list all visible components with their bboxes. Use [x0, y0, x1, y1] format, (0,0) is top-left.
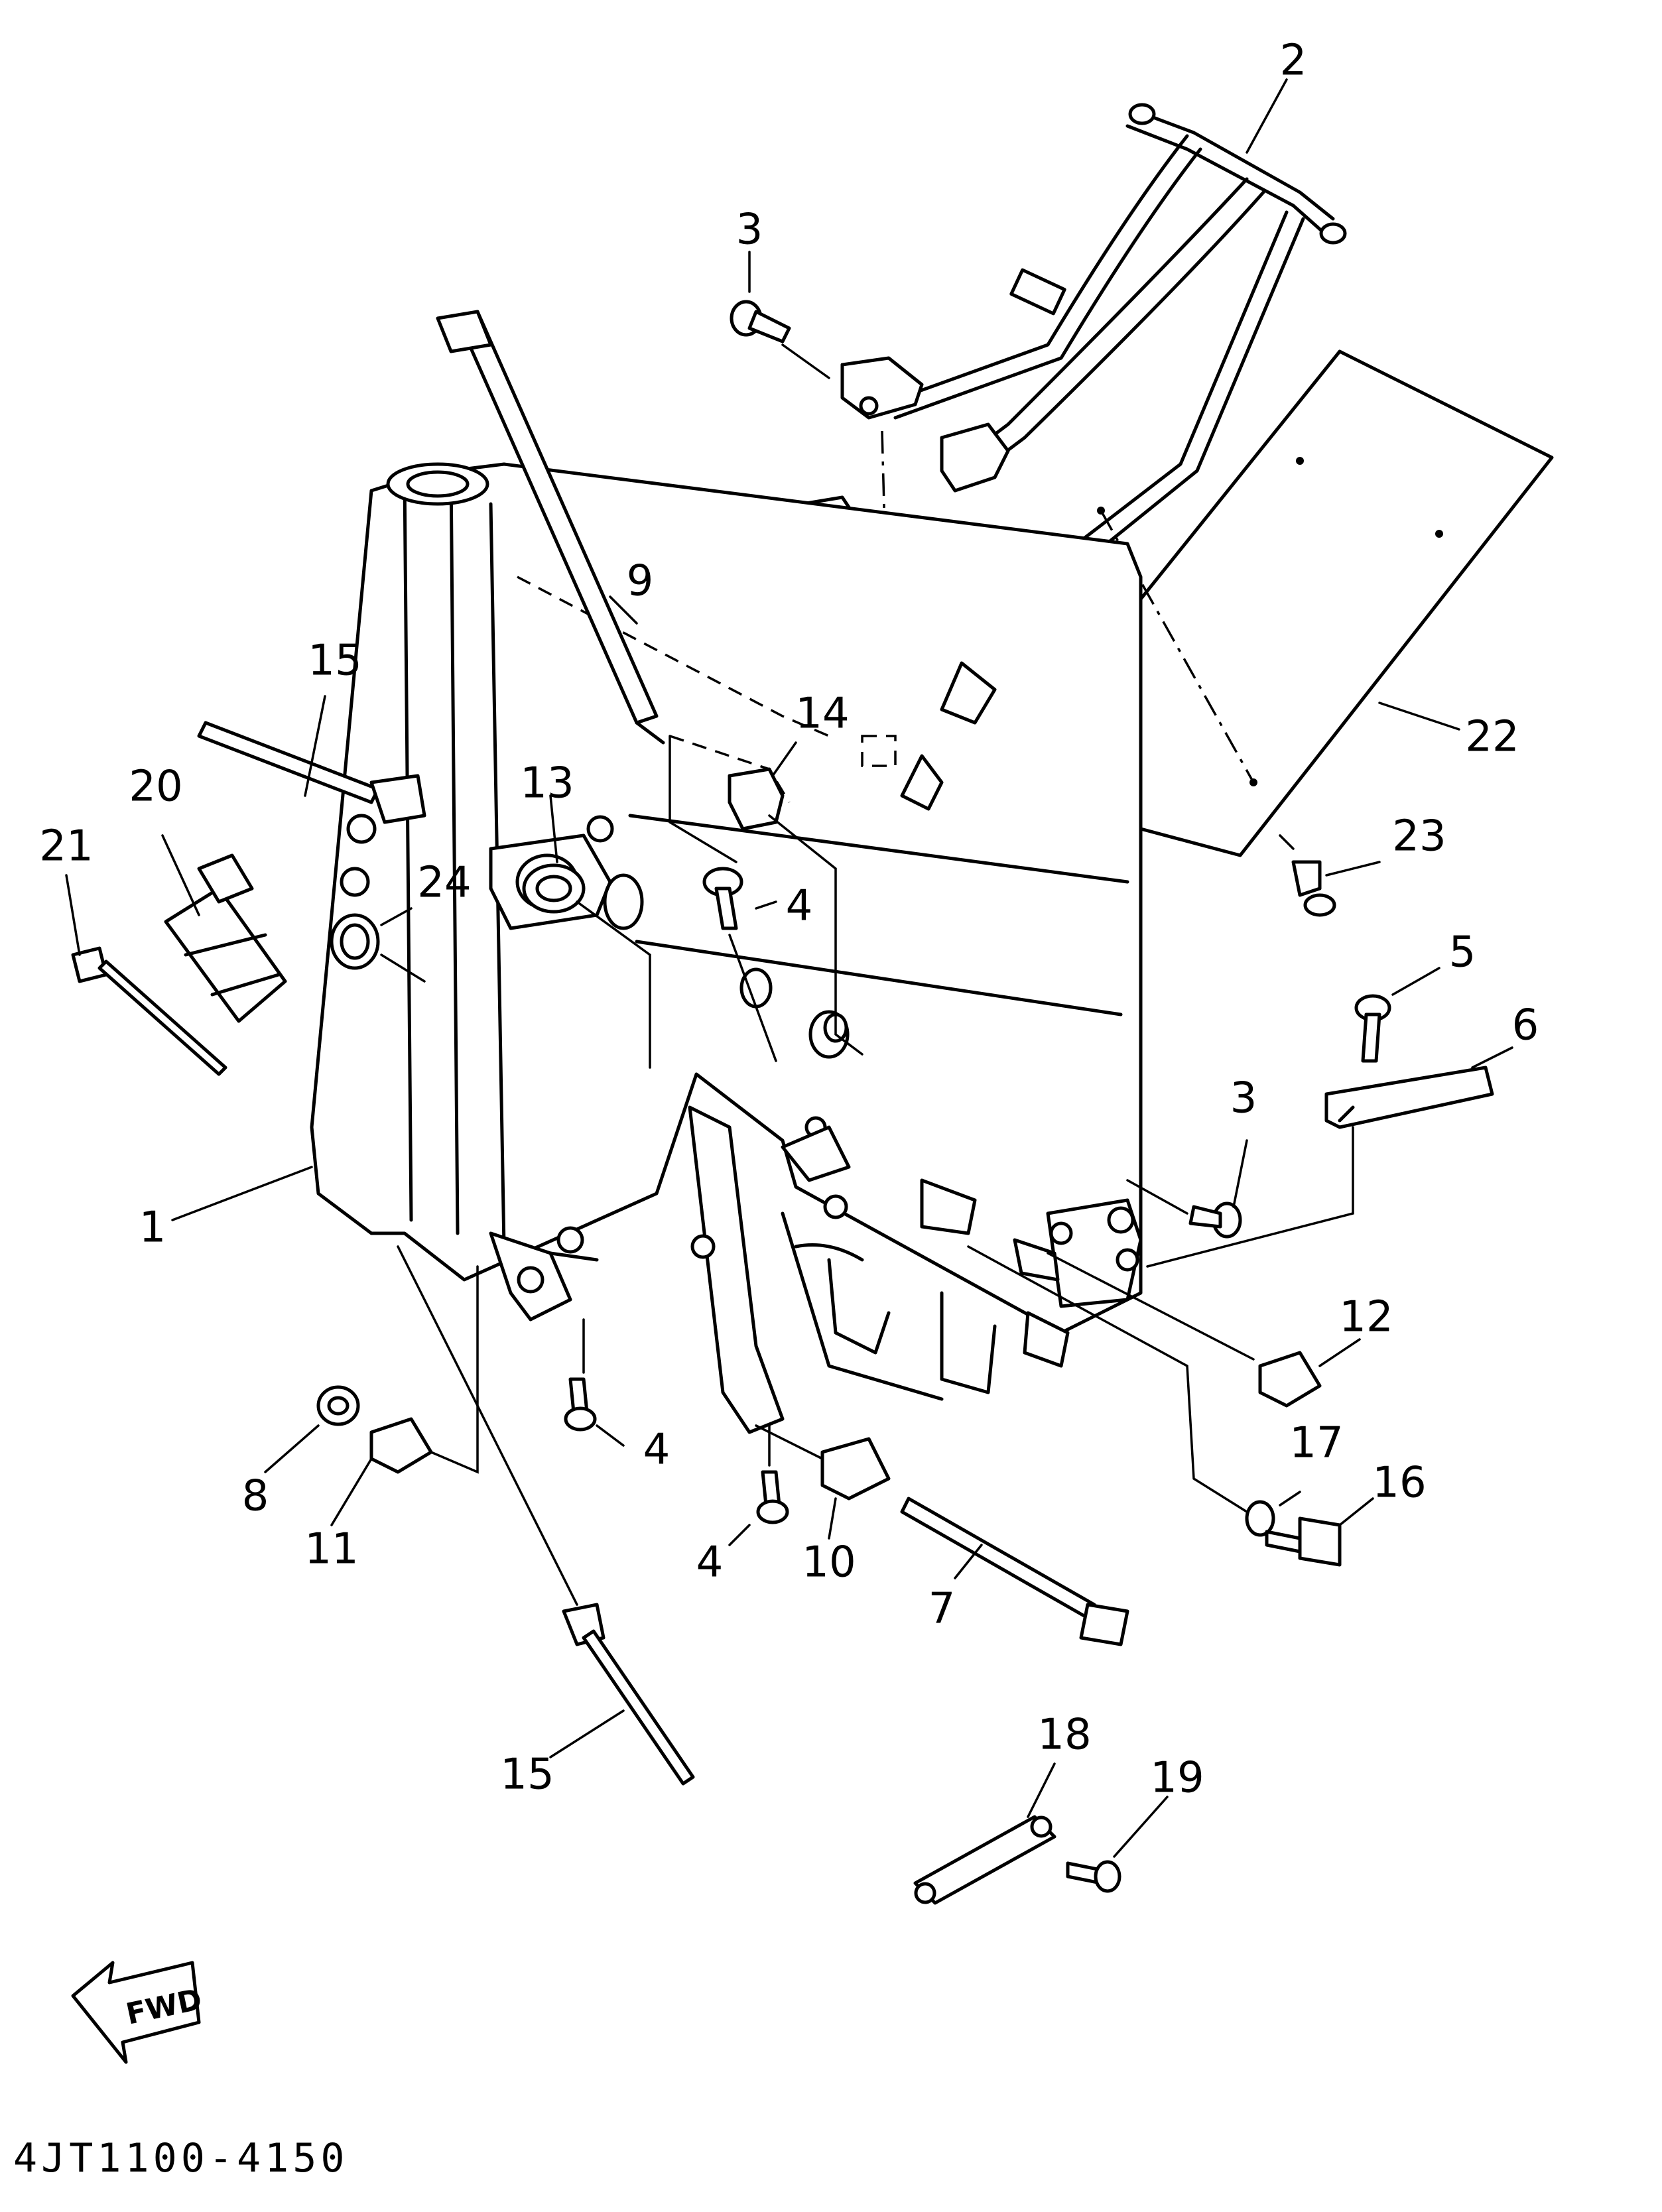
callout-4: 4	[786, 882, 813, 931]
callout-22: 22	[1465, 713, 1519, 762]
callout-3: 3	[1230, 1074, 1257, 1123]
part-3-bolt-right	[1188, 1201, 1242, 1239]
part-24-ring	[330, 913, 380, 970]
callout-10: 10	[802, 1538, 856, 1587]
callout-19: 19	[1150, 1754, 1204, 1803]
part-23-grommet	[1291, 860, 1336, 917]
part-4-bolt-lower	[756, 1470, 789, 1524]
callout-15: 15	[308, 637, 361, 686]
part-19-bolt	[1066, 1860, 1121, 1893]
part-15-cable-tie-upper	[197, 721, 426, 824]
part-16-bolt	[1265, 1516, 1342, 1567]
callout-21: 21	[39, 822, 93, 871]
part-17-washer	[1245, 1500, 1275, 1537]
callout-3: 3	[736, 206, 763, 255]
part-15-cable-tie-lower	[562, 1603, 695, 1786]
part-3-bolt-upper	[730, 300, 791, 343]
part-1-main-frame	[310, 462, 1143, 1434]
callout-14: 14	[795, 690, 849, 739]
callout-11: 11	[304, 1525, 358, 1574]
part-5-bolt	[1354, 994, 1391, 1063]
callout-23: 23	[1392, 812, 1446, 861]
part-6-strip	[1324, 1066, 1494, 1129]
callout-16: 16	[1372, 1459, 1426, 1508]
part-7-long-bolt	[900, 1497, 1129, 1646]
callout-7: 7	[928, 1585, 956, 1634]
callout-13: 13	[520, 759, 574, 808]
callout-18: 18	[1037, 1711, 1091, 1760]
part-18-link-plate	[913, 1815, 1056, 1905]
callout-20: 20	[129, 763, 182, 812]
callout-4: 4	[643, 1426, 671, 1475]
callout-24: 24	[417, 859, 471, 908]
diagram-code: 4JT1100-4150	[13, 2135, 348, 2181]
part-8-nut	[316, 1385, 360, 1426]
callout-5: 5	[1449, 928, 1476, 977]
part-10-spacer	[820, 1437, 891, 1501]
callout-1: 1	[139, 1203, 166, 1253]
callout-15: 15	[500, 1751, 554, 1800]
callout-17: 17	[1289, 1419, 1343, 1468]
part-20-bottle	[164, 853, 287, 1023]
callout-6: 6	[1512, 1001, 1539, 1050]
fwd-arrow-icon: FWD	[71, 1961, 205, 2064]
part-12-spacer	[1258, 1351, 1322, 1408]
part-4-bolt-middle	[564, 1377, 597, 1432]
callout-8: 8	[242, 1472, 269, 1521]
callout-9: 9	[627, 557, 654, 606]
part-13-bushing	[522, 863, 586, 914]
callout-12: 12	[1339, 1293, 1393, 1342]
part-11-spacer	[369, 1417, 433, 1474]
part-21-cable-tie	[71, 946, 227, 1076]
callout-4: 4	[696, 1538, 724, 1587]
part-9-long-bolt	[436, 310, 665, 745]
part-4-bolt-upper	[702, 867, 743, 930]
callout-2: 2	[1280, 36, 1307, 86]
